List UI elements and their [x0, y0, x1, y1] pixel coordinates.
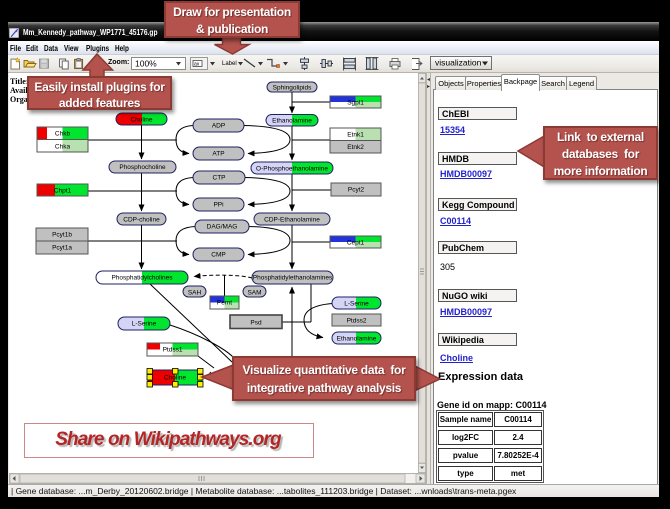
svg-text:Choline: Choline [164, 375, 186, 382]
svg-text:Phosphocholine: Phosphocholine [119, 164, 166, 171]
svg-text:Psd: Psd [250, 320, 262, 327]
svg-text:Pcyt1b: Pcyt1b [52, 232, 72, 239]
svg-text:Chpt1: Chpt1 [54, 188, 72, 195]
svg-text:L-Serine: L-Serine [344, 301, 369, 308]
svg-text:Ethanolamine: Ethanolamine [337, 336, 377, 343]
svg-text:ADP: ADP [212, 123, 225, 130]
svg-text:CTP: CTP [213, 175, 226, 182]
svg-text:ATP: ATP [212, 151, 224, 158]
svg-text:Chkb: Chkb [55, 131, 71, 138]
svg-text:O-Phosphoethanolamine: O-Phosphoethanolamine [256, 166, 328, 173]
svg-text:Pemt: Pemt [217, 300, 232, 307]
svg-text:100%: 100% [135, 58, 157, 68]
svg-text:Ptdss2: Ptdss2 [347, 318, 367, 325]
svg-text:Etnk2: Etnk2 [347, 144, 364, 151]
svg-text:SAM: SAM [247, 290, 261, 297]
svg-text:CMP: CMP [211, 252, 225, 259]
svg-text:Phosphatidylcholines: Phosphatidylcholines [111, 275, 173, 282]
svg-text:ax: ax [194, 62, 200, 68]
svg-text:Chka: Chka [55, 144, 71, 151]
svg-text:CDP-Ethanolamine: CDP-Ethanolamine [264, 217, 320, 224]
svg-text:DAG/MAG: DAG/MAG [207, 224, 238, 231]
svg-text:Pcyt1a: Pcyt1a [52, 245, 72, 252]
svg-text:SAH: SAH [188, 290, 202, 297]
svg-text:visualization: visualization [435, 58, 482, 68]
svg-text:CDP-choline: CDP-choline [123, 217, 160, 224]
svg-text:Choline: Choline [130, 117, 152, 124]
svg-text:Ethanolamine: Ethanolamine [272, 118, 312, 125]
svg-text:L-Serine: L-Serine [132, 321, 157, 328]
svg-text:Ptdss1: Ptdss1 [163, 347, 183, 354]
svg-text:PPi: PPi [213, 202, 223, 209]
svg-text:Cept1: Cept1 [347, 240, 365, 247]
svg-text:Label: Label [222, 61, 237, 67]
svg-text:Sgpl1: Sgpl1 [347, 100, 364, 107]
svg-text:Pcyt2: Pcyt2 [348, 187, 365, 194]
svg-text:Sphingolipids: Sphingolipids [273, 85, 312, 92]
svg-text:Phosphatidylethanolamines: Phosphatidylethanolamines [253, 275, 333, 282]
svg-text:Etnk1: Etnk1 [347, 132, 364, 139]
svg-text:Zoom:: Zoom: [108, 59, 129, 66]
